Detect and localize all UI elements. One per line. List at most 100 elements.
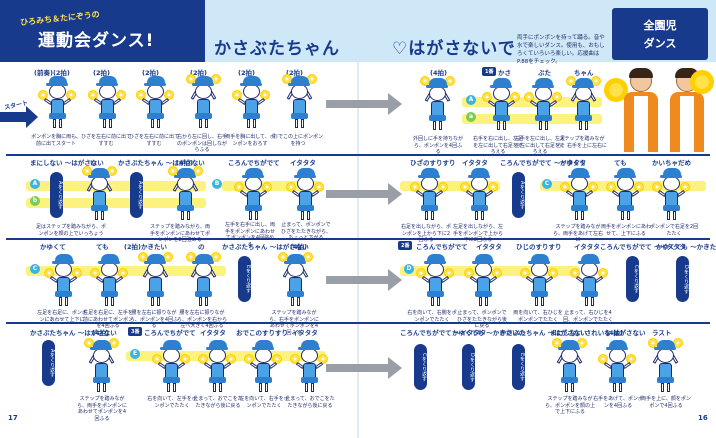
dancer-part-legL <box>213 383 216 392</box>
continue-arrow <box>326 190 390 198</box>
dancer-part-brim <box>252 347 274 350</box>
beat-label: ても <box>614 159 627 167</box>
repeat-pill: Aをくり返す <box>512 172 525 218</box>
dancer-part-legL <box>247 119 250 128</box>
dancer-part-legL <box>151 119 154 128</box>
dancer-part-skirt <box>177 205 194 211</box>
dancer-part-skirt <box>429 115 446 121</box>
dancer-part-pom-pomL <box>566 76 576 86</box>
row-divider <box>6 238 710 240</box>
dancer-part-legL <box>105 297 108 306</box>
section-chip: 3番 <box>128 327 143 336</box>
move-b-badge: b <box>30 196 40 206</box>
dancer-part-legR <box>437 297 440 306</box>
dancer-part-skirt <box>101 291 118 297</box>
dancer-part-legL <box>661 383 664 392</box>
dancer-part-head <box>49 84 66 99</box>
dancer-part-brim <box>614 175 636 178</box>
dancer-part-head <box>421 176 438 191</box>
dancer-part-armR <box>484 189 494 198</box>
dancer-part-cap-hat <box>475 254 493 262</box>
dancer-part-legR <box>297 297 300 306</box>
dancer-part-brim <box>606 347 628 350</box>
step-caption: ステップを踏みながら、右手を上に左右に <box>556 136 607 149</box>
dancer-part-skirt <box>475 291 492 297</box>
dancer-part-head <box>663 176 680 191</box>
dancer-part-legL <box>291 297 294 306</box>
beat-label: (4拍) <box>290 243 307 251</box>
beat-label: ころんでちがでて <box>416 243 468 251</box>
dancer-part-legL <box>579 121 582 130</box>
dancer-figure <box>198 340 236 396</box>
dancer-part-skirt <box>561 377 578 383</box>
dancer-part-legL <box>167 383 170 392</box>
dancer-part-pom-pomL <box>186 252 196 262</box>
dancer-part-armR <box>440 275 450 284</box>
dancer-part-skirt <box>55 291 72 297</box>
beat-label: の <box>198 243 205 251</box>
lyric-highlight <box>222 181 322 191</box>
dancer-part-pom-pomL <box>278 252 288 262</box>
dancer-part-skirt <box>575 115 592 121</box>
move-b-badge: B <box>212 179 222 189</box>
dancer-part-brim <box>528 261 550 264</box>
dancer-figure <box>286 168 324 224</box>
beat-label: ちゃん <box>574 69 594 77</box>
dancer-figure <box>420 76 455 134</box>
dancer-part-pom-pomR <box>444 268 454 278</box>
move-a-badge: a <box>466 112 476 122</box>
step-caption: ひざを左右に前に出てすすむ <box>80 134 131 147</box>
dancer-figure <box>520 254 558 310</box>
dancer-part-head <box>561 348 578 363</box>
dancer-part-head <box>291 84 308 99</box>
dancer-figure <box>290 340 328 396</box>
dancer-part-pom-pomR <box>116 90 126 100</box>
dancer-part-legR <box>311 383 314 392</box>
song-title-left: かさぶたちゃん <box>214 39 340 59</box>
dancer-part-cap-hat <box>245 168 263 176</box>
dancer-figure <box>560 168 598 224</box>
dancer-part-head <box>287 262 304 277</box>
beat-label: (2拍) <box>286 69 303 77</box>
dancer-part-pom-pomR <box>109 338 119 348</box>
beat-label: イタタタ <box>290 159 316 167</box>
dancer-part-legL <box>301 211 304 220</box>
dancer-part-pom-pomR <box>107 166 117 176</box>
page-number-right: 16 <box>698 414 708 422</box>
dancer-part-head <box>255 348 272 363</box>
dancer-part-cap-hat <box>421 168 439 176</box>
dancer-part-legL <box>479 297 482 306</box>
dancer-part-legR <box>301 119 304 128</box>
dancer-figure <box>186 252 221 310</box>
step-caption: 右から左に回し、右手のポンポンは回しながらふる <box>176 134 227 153</box>
dancer-part-pom-pomR <box>66 90 76 100</box>
dancer-part-legR <box>253 119 256 128</box>
dancer-part-brim <box>160 347 182 350</box>
dancer-part-pom-pomR <box>303 252 313 262</box>
dancer-part-pom-pomR <box>314 182 324 192</box>
dancer-part-pom-pomR <box>548 268 558 278</box>
dancer-part-pom-pomL <box>84 338 94 348</box>
dancer-part-brim <box>532 85 554 88</box>
song-title-right: ♡はがさないで <box>392 39 516 59</box>
dancer-part-armR <box>160 97 170 106</box>
dancer-figure <box>652 168 690 224</box>
dancer-part-skirt <box>609 377 626 383</box>
dancer-part-pom-pomL <box>88 90 98 100</box>
dancer-part-legR <box>205 119 208 128</box>
dancer-part-pom-pomL <box>570 268 580 278</box>
dancer-figure <box>152 340 190 396</box>
dancer-part-brim <box>144 83 166 86</box>
dancer-part-cap-hat <box>209 340 227 348</box>
beat-label: (2拍) <box>238 69 255 77</box>
dancer-part-brim <box>426 85 448 88</box>
dancer-part-legR <box>481 211 484 220</box>
beat-label: (2拍) <box>93 69 110 77</box>
target-tag: 全園児 ダンス <box>612 8 708 60</box>
dancer-part-pom-pomL <box>186 74 196 84</box>
dancer-part-legL <box>305 383 308 392</box>
start-arrow <box>0 112 26 122</box>
beat-label: イタタタ <box>200 329 226 337</box>
dancer-part-pom-pomL <box>410 182 420 192</box>
dancer-part-legR <box>503 121 506 130</box>
